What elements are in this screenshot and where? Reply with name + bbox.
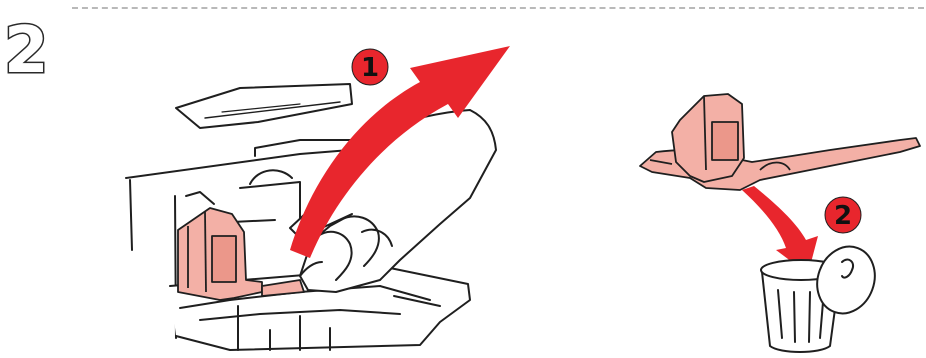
step-number-2-icon: 2 <box>4 14 49 88</box>
badge-1-label: 1 <box>361 53 379 83</box>
badge-2-label: 2 <box>834 201 852 231</box>
protective-material-holder-icon <box>640 94 920 190</box>
step-badge-2: 2 <box>825 197 861 233</box>
step-badge-1: 1 <box>352 49 388 85</box>
trash-can-icon <box>761 238 884 352</box>
step-number: 2 <box>4 14 49 88</box>
